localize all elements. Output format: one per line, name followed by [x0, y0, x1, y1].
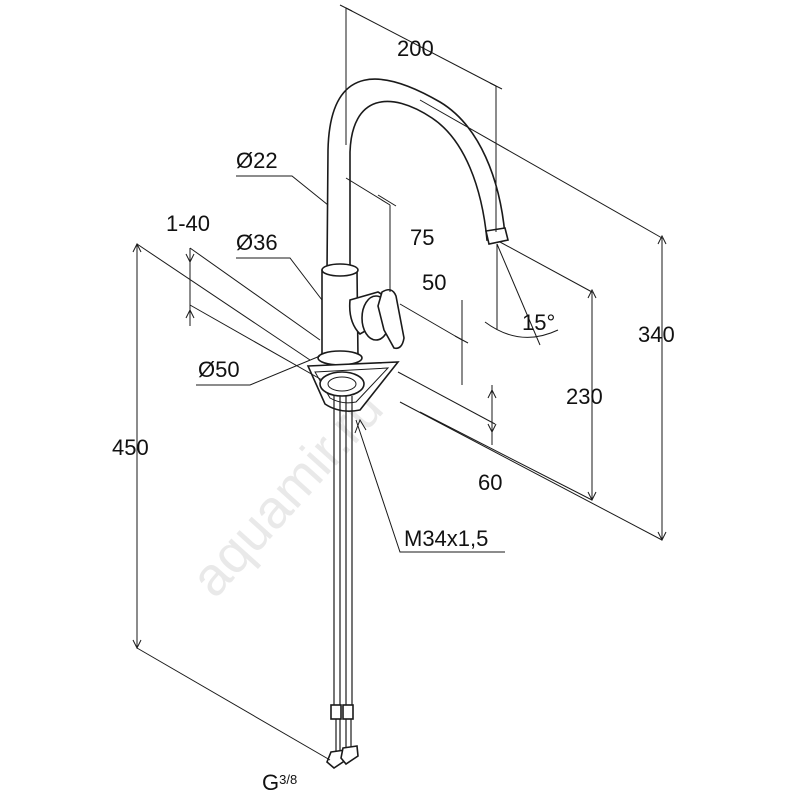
- dim-thread: M34x1,5: [404, 526, 488, 551]
- dim-230: 230: [566, 384, 603, 409]
- dim-50: 50: [422, 270, 446, 295]
- dim-450: 450: [112, 435, 149, 460]
- dim-200: 200: [397, 36, 434, 61]
- dimension-labels: 200 Ø22 75 1-40 Ø36 50 15° 340 Ø50 230 4…: [112, 36, 675, 795]
- supply-hoses: [326, 396, 359, 770]
- spout-outlet: [485, 227, 509, 245]
- dimension-lines: [132, 4, 667, 761]
- dim-base-diameter: Ø50: [198, 357, 240, 382]
- watermark-text: aquamir.ru: [179, 378, 394, 608]
- dim-connection: G3/8: [262, 770, 297, 795]
- mounting-nut: [319, 371, 365, 397]
- body-top-ring: [321, 263, 359, 277]
- dim-connection-main: G: [262, 770, 279, 795]
- lever-handle: [377, 288, 405, 350]
- dim-connection-fraction: 3/8: [279, 772, 297, 787]
- faucet: [306, 78, 509, 770]
- dim-clamp-range: 1-40: [166, 211, 210, 236]
- dim-75: 75: [410, 225, 434, 250]
- dim-340: 340: [638, 322, 675, 347]
- dim-angle: 15°: [522, 310, 555, 335]
- hose-nut-right: [340, 745, 359, 766]
- base-rosette: [317, 350, 363, 366]
- dim-60: 60: [478, 470, 502, 495]
- dim-body-diameter: Ø36: [236, 230, 278, 255]
- dim-pipe-diameter: Ø22: [236, 148, 278, 173]
